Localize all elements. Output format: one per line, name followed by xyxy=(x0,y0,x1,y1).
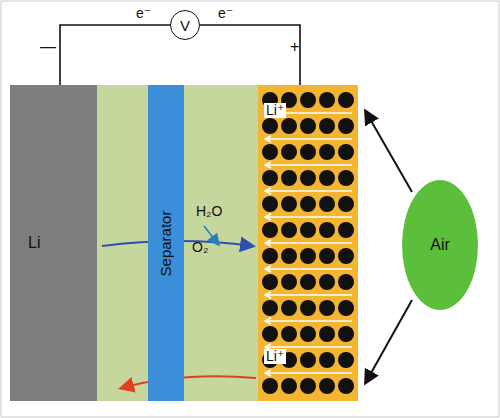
ion-arrow xyxy=(122,376,256,388)
electron-label: e⁻ xyxy=(218,6,233,21)
terminal-sign: — xyxy=(40,38,56,56)
air-ellipse: Air xyxy=(402,180,478,310)
wire xyxy=(200,25,300,85)
node-label: Air xyxy=(430,236,450,254)
species-label: O₂ xyxy=(192,240,208,255)
voltmeter-circle: V xyxy=(170,10,200,40)
anode-block: Li xyxy=(10,85,97,401)
node-label: Separator xyxy=(158,210,175,276)
terminal-sign: + xyxy=(290,38,299,56)
cathode xyxy=(258,85,358,401)
electron-label: e⁻ xyxy=(136,6,151,21)
air-arrow xyxy=(366,112,412,192)
separator-band: Separator xyxy=(148,85,184,401)
ion-label: Li⁺ xyxy=(264,349,286,364)
ion-label: Li⁺ xyxy=(264,103,286,118)
carbon-particles xyxy=(262,92,354,394)
node-label: V xyxy=(180,17,190,34)
species-label: H₂O xyxy=(196,204,222,219)
air-arrow xyxy=(366,300,412,382)
wire xyxy=(60,25,170,85)
node-label: Li xyxy=(28,234,40,252)
